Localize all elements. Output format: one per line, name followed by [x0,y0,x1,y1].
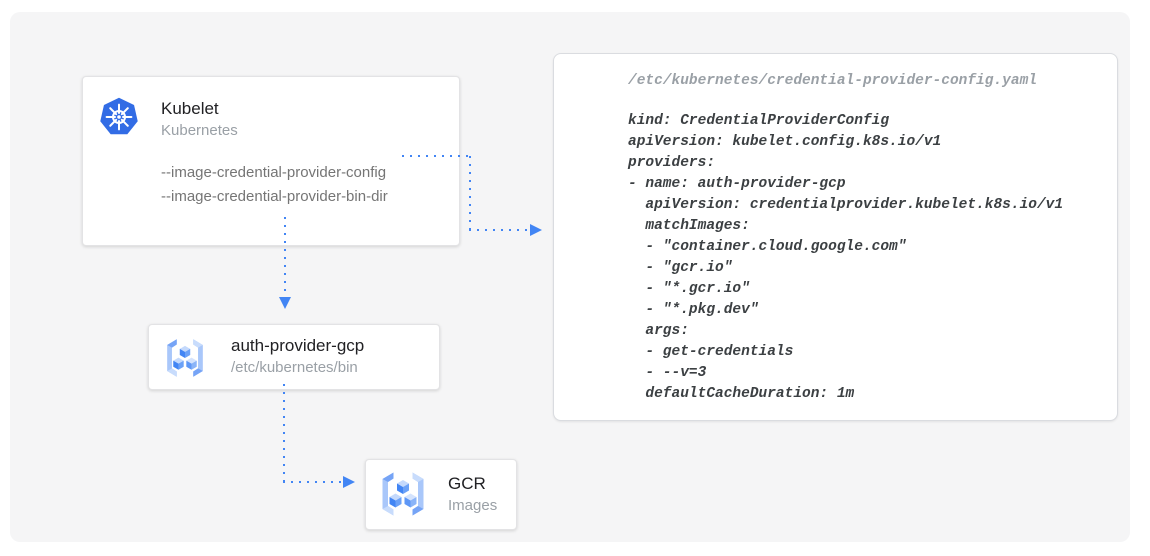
code-line: defaultCacheDuration: 1m [628,386,855,402]
code-line: - get-credentials [628,344,794,360]
gcr-card: GCR Images [365,459,517,530]
code-line: - "*.pkg.dev" [628,302,759,318]
kubelet-card: Kubelet Kubernetes --image-credential-pr… [82,76,460,246]
gcr-title: GCR [448,474,486,493]
container-registry-icon [163,338,207,378]
arrow-gcr-segment-2 [283,481,344,483]
code-line: kind: CredentialProviderConfig [628,113,890,129]
code-line: - "gcr.io" [628,260,733,276]
arrow-gcr-arrowhead-icon [343,476,355,488]
flag-image-credential-provider-bin-dir: --image-credential-provider-bin-dir [161,188,388,205]
config-code-block: kind: CredentialProviderConfig apiVersio… [628,111,1103,405]
arrow-bin-dir-arrowhead-icon [279,297,291,309]
code-line: - --v=3 [628,365,707,381]
arrow-bin-dir-segment [284,217,286,297]
gcr-subtitle: Images [448,497,498,514]
kubernetes-icon [99,97,139,137]
gcr-images-icon [378,471,428,517]
config-filename: /etc/kubernetes/credential-provider-conf… [628,73,1037,89]
code-line: - "container.cloud.google.com" [628,239,907,255]
arrow-gcr-segment-1 [283,384,285,482]
code-line: apiVersion: kubelet.config.k8s.io/v1 [628,134,942,150]
code-line: matchImages: [628,218,750,234]
kubelet-flags: --image-credential-provider-config --ima… [161,161,388,209]
credential-provider-config-card: /etc/kubernetes/credential-provider-conf… [553,53,1118,421]
code-line: providers: [628,155,716,171]
code-line: apiVersion: credentialprovider.kubelet.k… [628,197,1064,213]
diagram-background-panel: Kubelet Kubernetes --image-credential-pr… [10,12,1130,542]
auth-provider-gcp-card: auth-provider-gcp /etc/kubernetes/bin [148,324,440,390]
flag-image-credential-provider-config: --image-credential-provider-config [161,164,387,181]
auth-provider-subtitle: /etc/kubernetes/bin [231,359,358,376]
arrow-config-segment-2 [469,156,471,231]
auth-provider-title: auth-provider-gcp [231,336,365,355]
arrow-config-arrowhead-icon [530,224,542,236]
arrow-config-segment-1 [402,155,470,157]
arrow-config-segment-3 [469,229,531,231]
code-line: args: [628,323,689,339]
code-line: - "*.gcr.io" [628,281,750,297]
kubelet-subtitle: Kubernetes [161,122,238,139]
code-line: - name: auth-provider-gcp [628,176,846,192]
kubelet-title: Kubelet [161,99,219,118]
